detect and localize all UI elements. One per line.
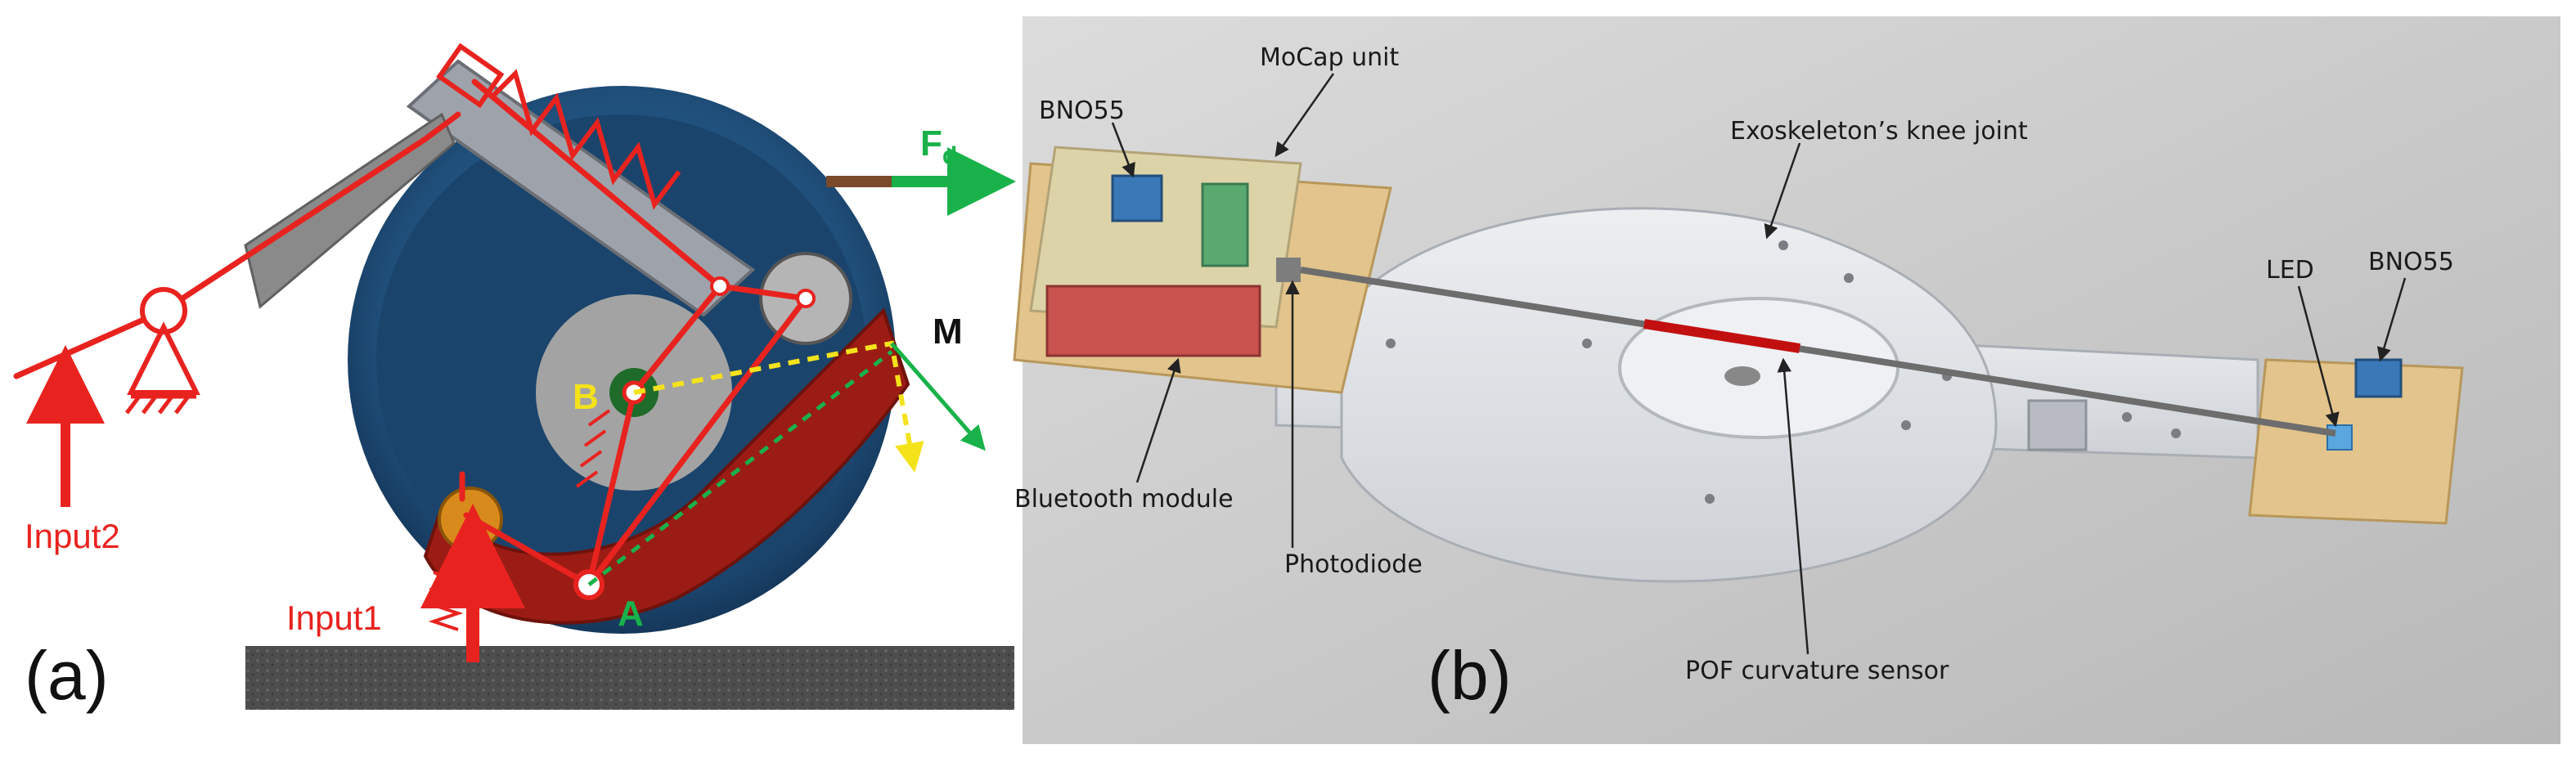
label-input2: Input2 xyxy=(25,517,120,555)
panel-b: MoCap unit BNO55 Exoskeleton’s knee join… xyxy=(1013,16,2560,744)
joint-pulley xyxy=(796,289,816,308)
photodiode-block xyxy=(1276,258,1301,282)
label-bluetooth: Bluetooth module xyxy=(1014,485,1234,514)
knee-joint-center xyxy=(1724,366,1760,386)
bno55-right-chip xyxy=(2354,358,2403,398)
spring-icon xyxy=(488,69,681,210)
bno55-left-chip xyxy=(1111,174,1163,222)
bluetooth-chip xyxy=(1045,285,1261,357)
joint-top xyxy=(710,276,730,296)
label-moment: M xyxy=(933,312,963,352)
moment-arrow xyxy=(890,342,986,451)
label-bno55-left: BNO55 xyxy=(1039,96,1125,125)
label-mocap: MoCap unit xyxy=(1260,43,1400,72)
ground-hatch-icon xyxy=(125,394,196,415)
led-block xyxy=(2326,424,2353,451)
ground-slab xyxy=(245,646,1014,710)
label-input1: Input1 xyxy=(286,599,382,637)
label-bno55-right: BNO55 xyxy=(2368,248,2454,276)
knee-joint-disc xyxy=(1618,297,1899,439)
lever-plate xyxy=(244,112,456,309)
label-photodiode: Photodiode xyxy=(1284,550,1423,579)
panel-b-label: (b) xyxy=(1427,637,1512,714)
pivot-triangle xyxy=(127,321,200,395)
label-point-a: A xyxy=(618,594,644,634)
label-point-b: B xyxy=(573,377,599,417)
green-chip xyxy=(1201,182,1249,267)
hinge-hatch-icon xyxy=(575,409,611,488)
label-force: Fd xyxy=(920,123,957,169)
frame-cutout xyxy=(2027,399,2088,451)
dashed-green-line xyxy=(587,350,893,586)
label-knee: Exoskeleton’s knee joint xyxy=(1730,117,2028,146)
panel-a: Input2 Input1 B A M Fd (a) xyxy=(13,43,1016,714)
optical-fiber xyxy=(1300,267,2336,437)
pof-sensor-segment xyxy=(1643,319,1801,353)
leader-lines xyxy=(1111,73,2407,655)
label-pof: POF curvature sensor xyxy=(1685,657,1949,685)
slider-block xyxy=(436,43,505,109)
panel-a-label: (a) xyxy=(25,637,109,714)
label-led: LED xyxy=(2266,256,2314,285)
bolt-holes xyxy=(1386,240,2181,504)
